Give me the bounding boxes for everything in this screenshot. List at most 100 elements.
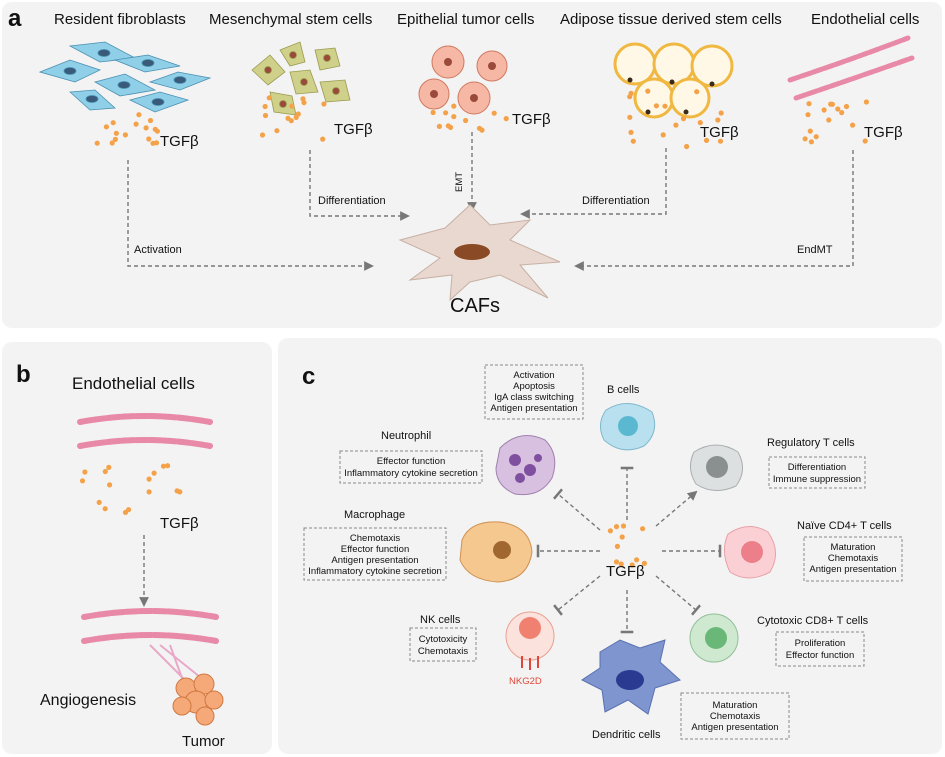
tgfb-dot — [436, 123, 442, 129]
tgfb-dot — [102, 468, 108, 475]
svg-text:Maturation: Maturation — [713, 700, 758, 711]
svg-text:Antigen presentation: Antigen presentation — [691, 722, 778, 733]
tgfb-dot — [805, 112, 811, 118]
activation-label: Activation — [134, 244, 182, 256]
neutrophil-effects-box — [339, 450, 483, 484]
tgfb-dot — [174, 488, 180, 494]
tgfb-dot — [630, 138, 636, 144]
treg-cell — [690, 444, 743, 491]
tgfb-dot — [862, 138, 868, 144]
tgfb-dot — [320, 136, 326, 142]
nk-cells-name: NK cells — [420, 614, 461, 626]
b-cell — [600, 403, 656, 451]
tgfb-dot — [660, 132, 666, 138]
endothelial-cells-b-bottom — [81, 608, 219, 644]
svg-text:Chemotaxis: Chemotaxis — [828, 553, 878, 564]
tgfb-dot — [136, 112, 142, 118]
cd4-name: Naïve CD4+ T cells — [797, 520, 892, 532]
tgfb-dots-b — [79, 463, 183, 515]
tgfb-dot — [96, 499, 102, 505]
tgfb-dot — [102, 506, 108, 512]
tgfb-dot — [715, 117, 721, 123]
tgfb-dot — [717, 138, 724, 144]
cd8-name: Cytotoxic CD8+ T cells — [757, 615, 869, 627]
tgfb-dot — [451, 103, 457, 109]
nk-effects: Cytotoxicity Chemotaxis — [418, 634, 468, 657]
tgfb-dot — [618, 561, 624, 567]
tgfb-dot — [694, 89, 700, 95]
tgfb-dot — [448, 124, 454, 130]
tumor-label: Tumor — [182, 733, 225, 750]
tgfb-dot — [103, 124, 109, 130]
tgfb-dot — [821, 107, 827, 113]
tgfb-dot — [826, 117, 832, 123]
nk-inhibition — [553, 575, 601, 616]
tgfb-dot — [813, 134, 819, 140]
tgfb-dot — [110, 120, 116, 126]
source-epithelial-tumor-cells: Epithelial tumor cells — [397, 11, 535, 28]
source-endothelial-cells: Endothelial cells — [811, 11, 919, 28]
cd8-inhibition — [655, 575, 702, 616]
dendritic-cell — [581, 639, 681, 715]
tgfb-dot — [289, 103, 295, 109]
macrophage-effects: Chemotaxis Effector function Antigen pre… — [308, 533, 442, 577]
panel-b-endothelial-label: Endothelial cells — [72, 374, 195, 393]
tgfb-dots-a — [94, 88, 870, 150]
tgfb-dot — [274, 128, 280, 134]
caf-cell — [398, 204, 561, 302]
tgfb-label-5: TGFβ — [864, 124, 903, 141]
svg-text:Chemotaxis: Chemotaxis — [418, 646, 468, 657]
tgfb-dot — [703, 137, 710, 143]
tgfb-dot — [430, 109, 436, 116]
tgfb-dot — [112, 136, 118, 142]
panel-b-letter: b — [16, 361, 31, 388]
tgfb-dot — [165, 463, 171, 469]
tgfb-dot — [680, 116, 687, 122]
tgfb-dot — [850, 122, 856, 128]
panel-c-letter: c — [302, 363, 315, 390]
tgfb-dot — [79, 478, 86, 484]
tgfb-dot — [122, 132, 128, 138]
tgfb-dot — [451, 114, 457, 120]
svg-text:Immune suppression: Immune suppression — [773, 474, 861, 485]
b-cells-effects: Activation Apoptosis IgA class switching… — [490, 370, 577, 414]
tgfb-dot — [718, 110, 724, 116]
cd4-effects-box — [803, 536, 903, 582]
tgfb-dot — [843, 103, 850, 110]
tgfb-dot — [146, 476, 152, 482]
svg-text:IgA class switching: IgA class switching — [494, 392, 574, 403]
tumor-cluster — [172, 673, 224, 726]
tgfb-dot — [629, 562, 635, 568]
tgfb-dot — [640, 526, 646, 532]
tgfb-dot — [146, 489, 152, 495]
tgfb-dot — [829, 101, 836, 107]
cafs-label: CAFs — [450, 295, 500, 317]
endothelial-cells-a — [787, 35, 915, 101]
panel-a-letter: a — [8, 5, 22, 32]
svg-text:Inflammatory cytokine secretio: Inflammatory cytokine secretion — [308, 566, 442, 577]
neutrophil-effects: Effector function Inflammatory cytokine … — [344, 456, 478, 479]
neutrophil-inhibition — [552, 488, 601, 531]
macrophage-cell — [459, 521, 533, 583]
svg-text:Antigen presentation: Antigen presentation — [809, 564, 896, 575]
emt-label: EMT — [454, 172, 465, 192]
tgfb-dot — [863, 99, 870, 105]
tgfb-dot — [143, 125, 149, 131]
svg-text:Cytotoxicity: Cytotoxicity — [419, 634, 468, 645]
tgfb-dot — [463, 117, 469, 124]
svg-text:Antigen presentation: Antigen presentation — [331, 555, 418, 566]
nkg2d-label: NKG2D — [509, 676, 542, 687]
tgfb-dots-c — [607, 523, 648, 568]
treg-name: Regulatory T cells — [767, 437, 855, 449]
tgfb-dot — [476, 125, 483, 131]
mesenchymal-stem-cells — [251, 41, 351, 116]
tgfb-dot — [839, 110, 845, 116]
panel-b-tgfb-label: TGFβ — [160, 515, 199, 532]
tgfb-dot — [262, 103, 268, 110]
svg-text:Inflammatory cytokine secretio: Inflammatory cytokine secretion — [344, 468, 478, 479]
treg-activation — [655, 490, 698, 527]
svg-text:Effector function: Effector function — [377, 456, 445, 467]
tgfb-dot — [150, 140, 156, 146]
adipose-stem-cells — [613, 42, 734, 119]
